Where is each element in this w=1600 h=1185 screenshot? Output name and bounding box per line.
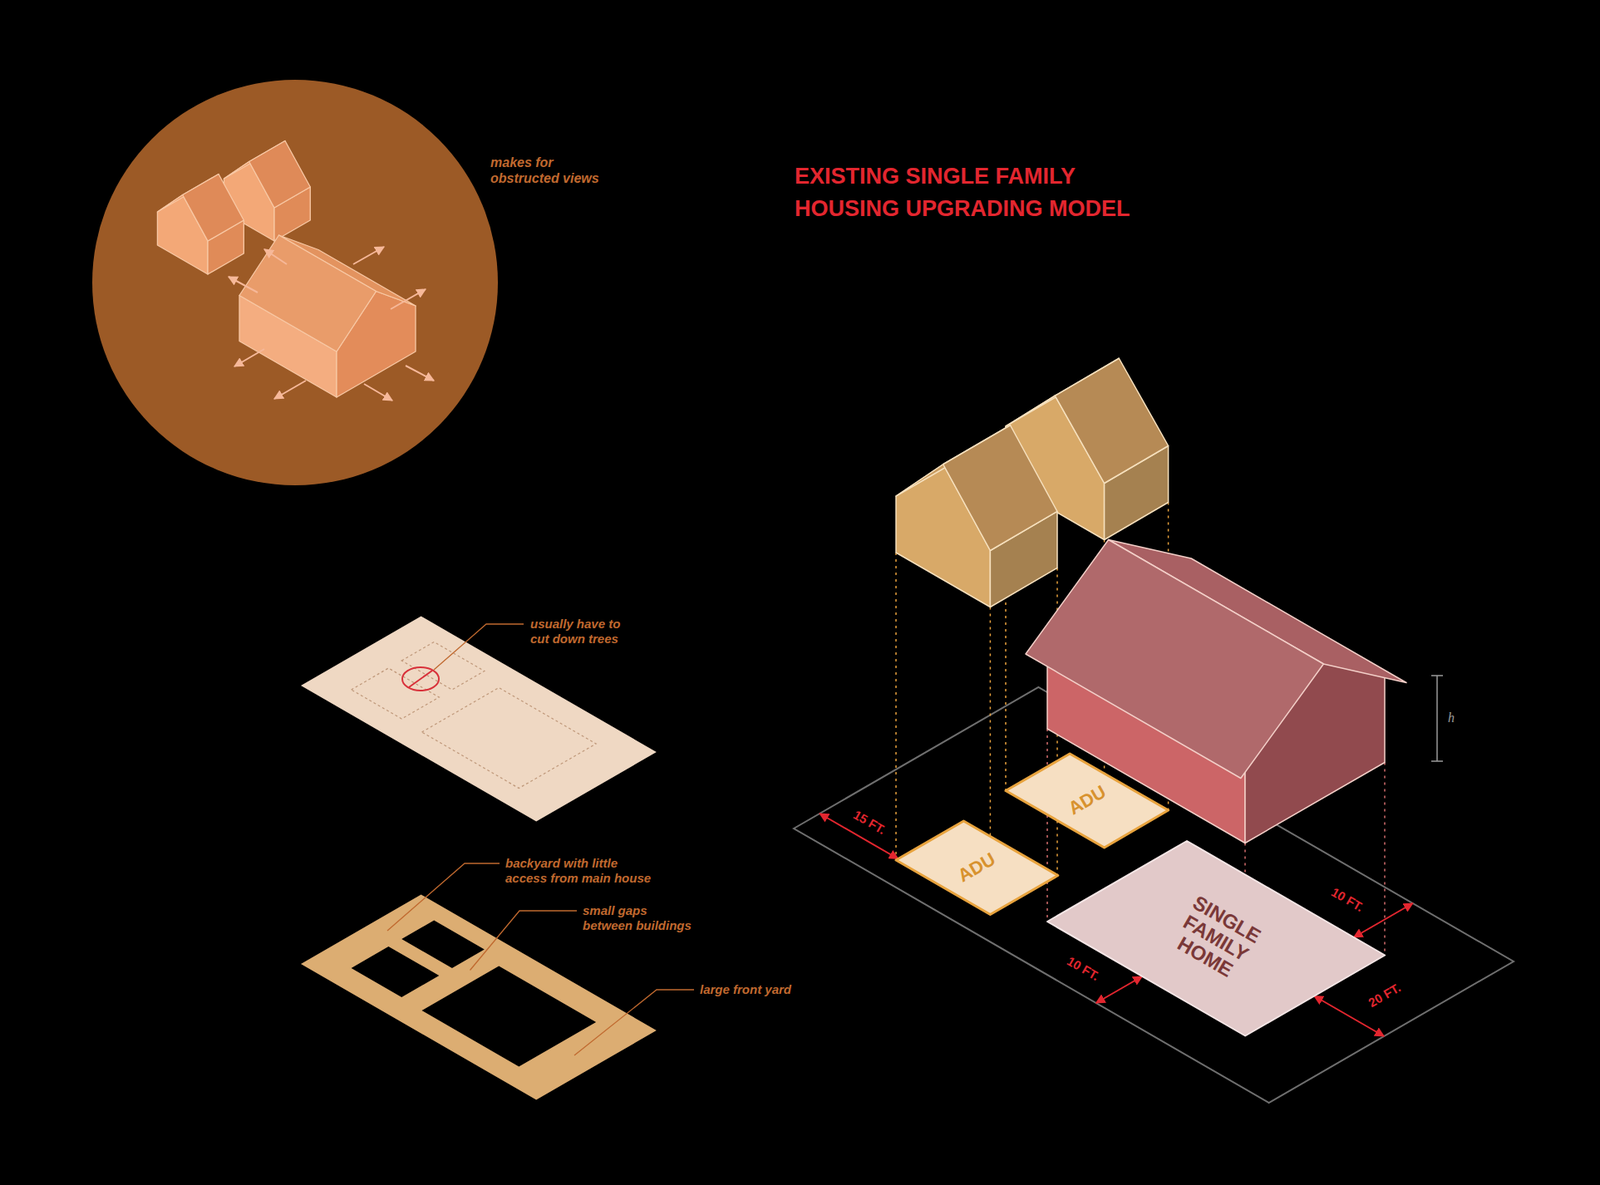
main-house: [239, 235, 416, 398]
tree-mark-slash: [408, 670, 433, 688]
annotation: makes for obstructed views: [490, 154, 601, 187]
footprint-outline: [422, 688, 597, 789]
house-roof: [249, 141, 311, 209]
dimension-label: 10 FT.: [1064, 954, 1102, 984]
house-roof: [943, 425, 1058, 552]
leader-line: [387, 863, 500, 931]
bracket-line: [1436, 675, 1438, 762]
site-plate: [300, 616, 657, 823]
leader-line: [574, 989, 695, 1056]
projection-line: [895, 552, 897, 861]
dimension-line: [1096, 976, 1143, 1004]
leader-lines: [387, 624, 695, 1056]
footprint-outline: [1005, 753, 1169, 848]
height-bracket: [1431, 675, 1443, 762]
annotation: backyard with little access from main ho…: [505, 856, 654, 887]
dimension-lines: [819, 813, 1413, 1037]
view-arrow: [364, 384, 393, 401]
bracket-tick: [1431, 674, 1443, 677]
house-footprint: SINGLE FAMILY HOME: [1047, 841, 1385, 1037]
diagram-title: EXISTING SINGLE FAMILY HOUSING UPGRADING…: [794, 160, 1133, 226]
view-arrow: [264, 249, 287, 265]
annotation: small gaps between buildings: [582, 903, 694, 934]
house-roof: [1054, 358, 1168, 483]
view-arrow: [228, 276, 258, 293]
house-roof: [1025, 540, 1324, 779]
bracket-tick: [1431, 760, 1443, 763]
dimension-line: [1353, 903, 1413, 938]
projection-line: [1046, 728, 1049, 922]
footprint-outline: [1047, 841, 1385, 1037]
annotation: large front yard: [699, 982, 792, 998]
footprint-outline: [351, 668, 440, 719]
height-label: h: [1447, 710, 1455, 726]
view-arrow: [390, 289, 426, 310]
leader-line: [470, 910, 578, 971]
house-roof: [182, 174, 245, 242]
projection-line: [1383, 763, 1386, 956]
view-arrow: [274, 380, 306, 399]
leader-line: [433, 624, 524, 670]
dimension-label: 15 FT.: [851, 807, 888, 837]
tree-mark: [402, 667, 439, 691]
house-roof: [239, 235, 377, 352]
dimension-label: 10 FT.: [1329, 885, 1366, 915]
annotation: usually have to cut down trees: [530, 616, 640, 647]
view-arrow: [405, 365, 434, 381]
footprint-outlines: [351, 642, 596, 789]
adu-footprint: ADU: [1005, 753, 1169, 848]
view-arrow: [234, 349, 265, 367]
neighbour-house: [157, 174, 244, 276]
footprint-outline: [401, 642, 485, 691]
single-family-house: [1025, 540, 1407, 844]
view-arrows: [228, 246, 434, 401]
adu-house: [896, 425, 1058, 608]
footprint-outline: [896, 821, 1059, 916]
adu-footprint: ADU: [896, 821, 1059, 916]
view-arrow: [353, 246, 384, 265]
view-circle: [92, 79, 498, 486]
dimension-label: 20 FT.: [1366, 980, 1404, 1010]
